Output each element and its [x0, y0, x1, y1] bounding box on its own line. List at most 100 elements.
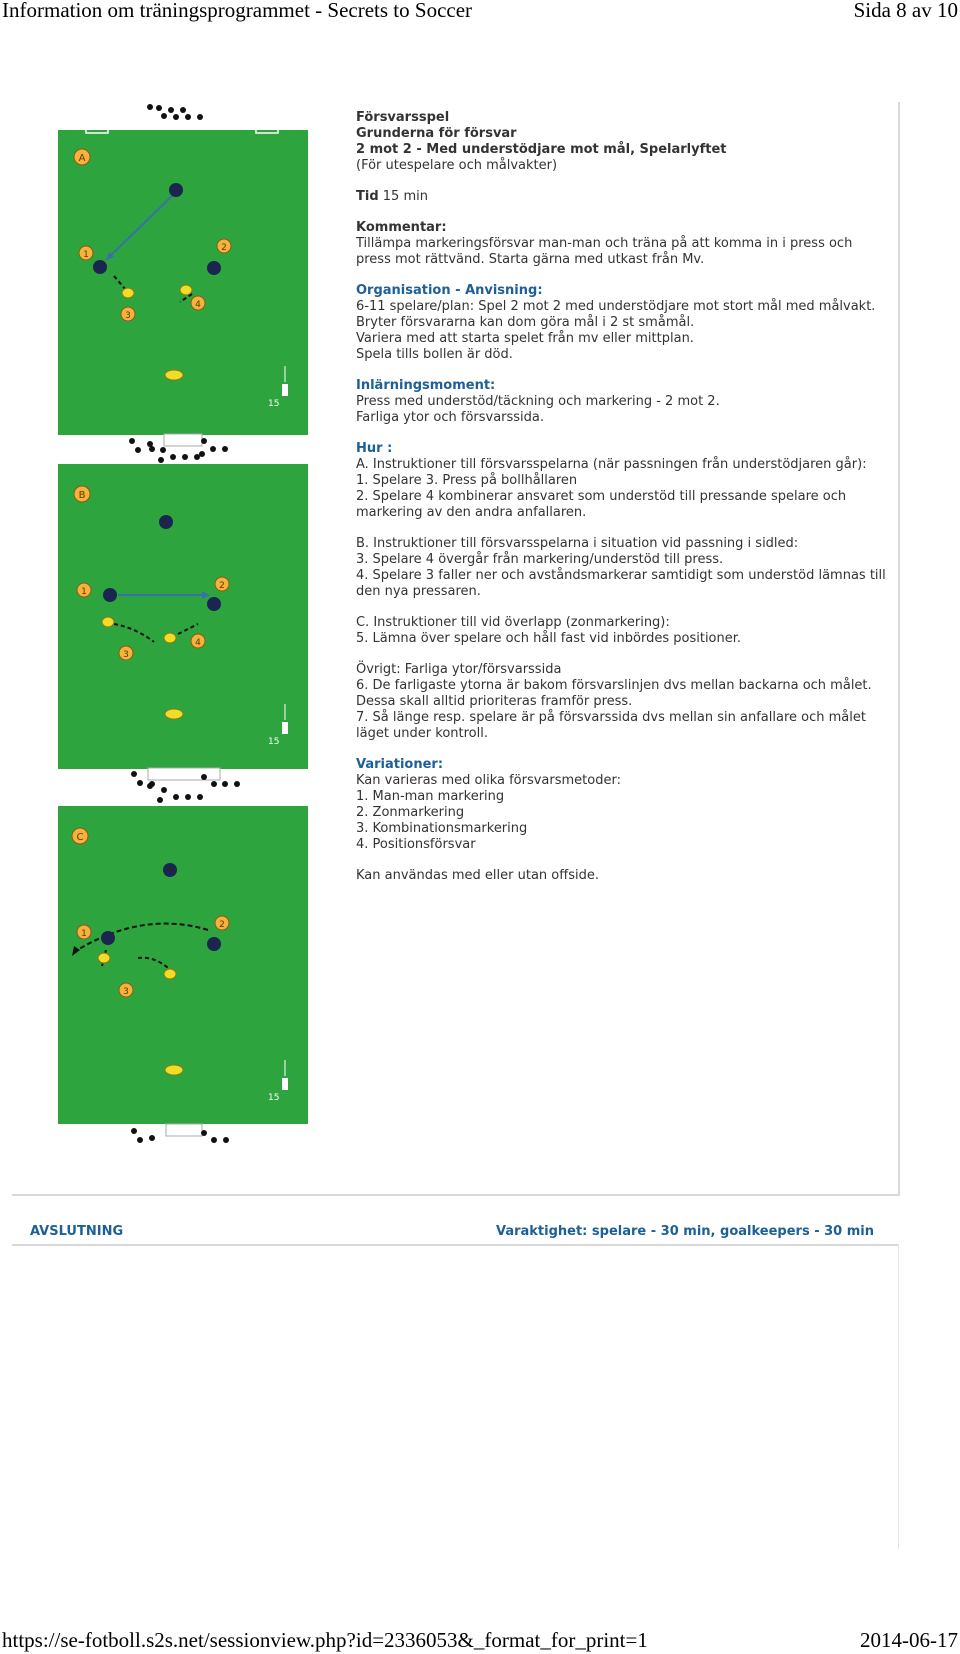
ball-pile: [147, 441, 200, 463]
number-badge-text: 1: [81, 587, 87, 597]
variation-line: 1. Man-man markering: [356, 789, 505, 804]
attacker-player-icon: [207, 597, 221, 611]
exercise-category: Försvarsspel: [356, 110, 450, 125]
drill-diagram-b: B 1 2 3 4 15: [58, 441, 308, 787]
learning-heading: Inlärningsmoment:: [356, 378, 496, 393]
run-arrow: [179, 293, 193, 303]
page-header: Information om träningsprogrammet - Secr…: [0, 0, 960, 26]
number-badge: 3: [120, 306, 136, 322]
closing-title: AVSLUTNING: [30, 1224, 124, 1239]
defender-player-icon: [163, 632, 177, 644]
number-badge: 2: [216, 238, 232, 254]
number-badge-text: 3: [125, 311, 131, 321]
pass-arrow: [105, 193, 175, 261]
attacker-player-icon: [103, 588, 117, 602]
number-badge-text: 1: [81, 929, 87, 939]
organisation-line: Variera med att starta spelet från mv el…: [356, 331, 694, 346]
attacker-player-icon: [169, 183, 183, 197]
run-arrow: [113, 275, 127, 291]
organisation-line: 6-11 spelare/plan: Spel 2 mot 2 med unde…: [356, 299, 876, 330]
goalkeeper-icon: [164, 1064, 184, 1076]
variation-line: 2. Zonmarkering: [356, 805, 465, 820]
closing-frame: [12, 1244, 899, 1549]
diagram-label: B: [73, 485, 91, 503]
scale-indicator: 15: [268, 704, 288, 747]
defender-player-icon: [101, 616, 115, 628]
pitch: [58, 130, 308, 435]
comment-heading: Kommentar:: [356, 220, 447, 235]
drill-diagram-c: C 1 2 3 15: [58, 783, 308, 1143]
ball-pile: [147, 104, 203, 120]
run-arrow: [137, 956, 169, 969]
number-badge-text: 4: [195, 638, 201, 648]
scale-indicator: 15: [268, 1060, 288, 1103]
number-badge: 2: [214, 915, 230, 931]
big-goal: [147, 767, 221, 781]
number-badge-text: 2: [219, 581, 225, 591]
run-arrow: [177, 623, 199, 635]
variation-line: 4. Positionsförsvar: [356, 837, 476, 852]
arrow-head-icon: [202, 591, 210, 599]
exercise-audience: (För utespelare och målvakter): [356, 158, 558, 173]
organisation-line: Spela tills bollen är död.: [356, 347, 513, 362]
diagram-label-text: C: [77, 832, 84, 843]
how-a-line: 2. Spelare 4 kombinerar ansvaret som und…: [356, 489, 847, 520]
number-badge: 3: [118, 982, 134, 998]
ball-pile: [131, 771, 240, 787]
number-badge-text: 1: [83, 250, 89, 260]
how-a-line: A. Instruktioner till försvarsspelarna (…: [356, 457, 867, 472]
exercise-time: Tid 15 min: [356, 189, 886, 205]
number-badge: 1: [78, 245, 94, 261]
how-heading: Hur :: [356, 441, 393, 456]
how-b-line: B. Instruktioner till försvarsspelarna i…: [356, 536, 799, 551]
goalkeeper-icon: [164, 708, 184, 720]
variation-line: Kan varieras med olika försvarsmetoder:: [356, 773, 621, 788]
exercise-name: 2 mot 2 - Med understödjare mot mål, Spe…: [356, 142, 727, 157]
other-line: 6. De farligaste ytorna är bakom försvar…: [356, 678, 872, 709]
attacker-player-icon: [101, 931, 115, 945]
pitch: [58, 806, 308, 1124]
how-c-line: 5. Lämna över spelare och håll fast vid …: [356, 631, 742, 646]
learning-line: Press med understöd/täckning och markeri…: [356, 394, 720, 409]
number-badge: 3: [118, 645, 134, 661]
exercise-description: Försvarsspel Grunderna för försvar 2 mot…: [356, 110, 886, 884]
diagram-label: C: [71, 827, 89, 845]
defender-player-icon: [179, 284, 193, 296]
diagram-label-text: B: [79, 490, 86, 501]
big-goal: [165, 1123, 203, 1137]
number-badge: 1: [76, 924, 92, 940]
number-badge-text: 4: [195, 300, 201, 310]
scale-text: 15: [268, 737, 279, 747]
variation-line: 3. Kombinationsmarkering: [356, 821, 528, 836]
drill-diagram-a: A 1 2 3 4 15: [58, 104, 308, 457]
small-goal: [85, 127, 109, 134]
variations-heading: Variationer:: [356, 757, 444, 772]
number-badge: 4: [190, 295, 206, 311]
attacker-player-icon: [163, 863, 177, 877]
document-title: Information om träningsprogrammet - Secr…: [2, 0, 473, 22]
closing-duration: Varaktighet: spelare - 30 min, goalkeepe…: [495, 1224, 874, 1239]
number-badge: 4: [190, 633, 206, 649]
arrow-head-icon: [106, 252, 114, 260]
scale-indicator: 15: [268, 366, 288, 409]
ball-pile: [147, 783, 203, 803]
defender-player-icon: [97, 952, 111, 964]
other-line: Övrigt: Farliga ytor/försvarssida: [356, 662, 562, 677]
exercise-subtitle: Grunderna för försvar: [356, 126, 517, 141]
number-badge: 1: [76, 582, 92, 598]
organisation-heading: Organisation - Anvisning:: [356, 283, 543, 298]
defender-player-icon: [163, 968, 177, 980]
how-b-line: 3. Spelare 4 övergår från markering/unde…: [356, 552, 724, 567]
pitch: [58, 464, 308, 769]
exercise-frame: [12, 102, 900, 1196]
number-badge: 2: [214, 576, 230, 592]
page-footer: https://se-fotboll.s2s.net/sessionview.p…: [0, 1626, 960, 1654]
defender-player-icon: [121, 287, 135, 299]
scale-text: 15: [268, 1093, 279, 1103]
attacker-player-icon: [207, 937, 221, 951]
time-value: 15 min: [382, 189, 428, 204]
how-a-line: 1. Spelare 3. Press på bollhållaren: [356, 473, 578, 488]
small-goal: [255, 127, 279, 134]
learning-line: Farliga ytor och försvarssida.: [356, 410, 545, 425]
page-number: Sida 8 av 10: [853, 0, 958, 22]
